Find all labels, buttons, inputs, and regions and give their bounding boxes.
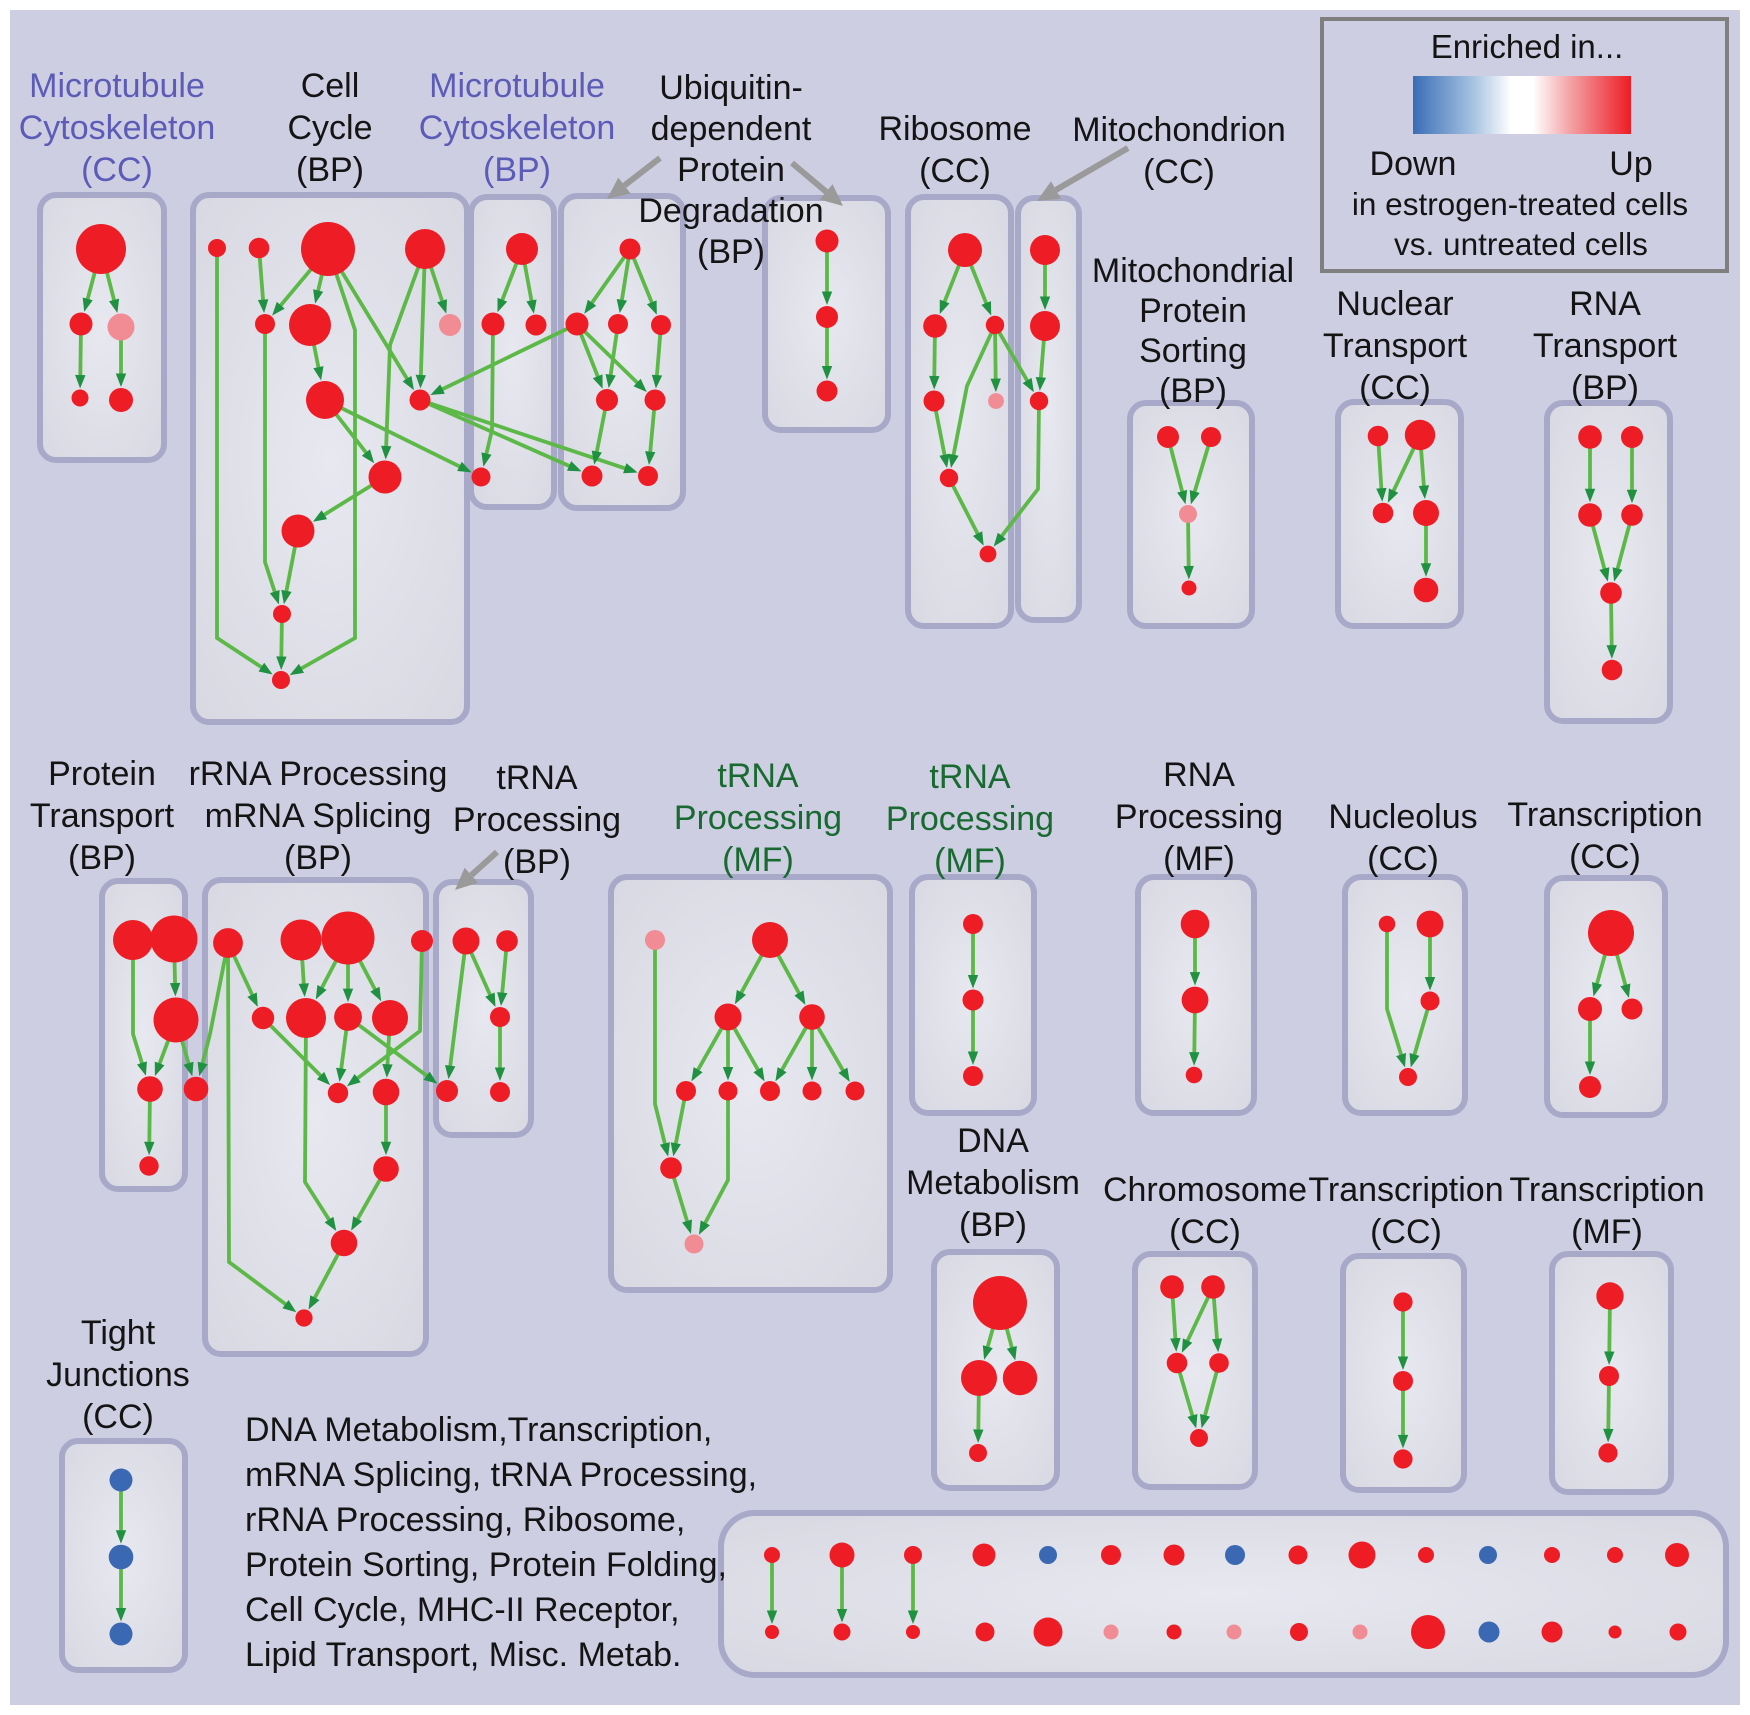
- svg-text:tRNA: tRNA: [929, 758, 1011, 796]
- svg-text:Processing: Processing: [886, 800, 1054, 838]
- svg-text:Mitochondrion: Mitochondrion: [1072, 111, 1286, 149]
- svg-text:(MF): (MF): [1571, 1213, 1643, 1251]
- svg-text:(MF): (MF): [934, 842, 1006, 880]
- svg-text:Transcription: Transcription: [1507, 796, 1702, 834]
- svg-text:Cell Cycle, MHC-II Receptor,: Cell Cycle, MHC-II Receptor,: [245, 1591, 680, 1629]
- svg-text:(MF): (MF): [722, 841, 794, 879]
- svg-text:(CC): (CC): [1569, 838, 1641, 876]
- svg-text:Cycle: Cycle: [287, 109, 372, 147]
- svg-text:Microtubule: Microtubule: [429, 67, 605, 105]
- svg-text:(CC): (CC): [81, 151, 153, 189]
- svg-text:Ribosome: Ribosome: [878, 110, 1031, 148]
- svg-text:Tight: Tight: [81, 1314, 156, 1352]
- svg-text:Processing: Processing: [1115, 798, 1283, 836]
- svg-text:mRNA Splicing, tRNA Processing: mRNA Splicing, tRNA Processing,: [245, 1456, 757, 1494]
- svg-text:Cytoskeleton: Cytoskeleton: [19, 109, 216, 147]
- svg-text:in estrogen-treated cells: in estrogen-treated cells: [1352, 186, 1688, 222]
- svg-text:RNA: RNA: [1569, 285, 1641, 323]
- svg-text:DNA: DNA: [957, 1122, 1029, 1160]
- svg-text:tRNA: tRNA: [496, 759, 578, 797]
- svg-text:Transcription: Transcription: [1509, 1171, 1704, 1209]
- svg-text:Nucleolus: Nucleolus: [1328, 798, 1477, 836]
- svg-text:(BP): (BP): [503, 843, 571, 881]
- svg-text:tRNA: tRNA: [717, 757, 799, 795]
- svg-text:Nuclear: Nuclear: [1336, 285, 1453, 323]
- svg-text:Processing: Processing: [674, 799, 842, 837]
- svg-text:(BP): (BP): [697, 233, 765, 271]
- svg-text:Transcription: Transcription: [1308, 1171, 1503, 1209]
- svg-text:Microtubule: Microtubule: [29, 67, 205, 105]
- svg-text:(CC): (CC): [919, 152, 991, 190]
- svg-text:Cell: Cell: [301, 67, 360, 105]
- svg-text:(CC): (CC): [1367, 840, 1439, 878]
- svg-text:Mitochondrial: Mitochondrial: [1092, 252, 1294, 290]
- svg-text:mRNA Splicing: mRNA Splicing: [205, 797, 432, 835]
- svg-text:(BP): (BP): [296, 151, 364, 189]
- svg-text:rRNA Processing, Ribosome,: rRNA Processing, Ribosome,: [245, 1501, 685, 1539]
- svg-text:(MF): (MF): [1163, 840, 1235, 878]
- svg-text:RNA: RNA: [1163, 756, 1235, 794]
- svg-text:(BP): (BP): [483, 151, 551, 189]
- svg-text:Ubiquitin-: Ubiquitin-: [659, 69, 803, 107]
- svg-text:Sorting: Sorting: [1139, 332, 1247, 370]
- svg-text:(BP): (BP): [68, 839, 136, 877]
- svg-text:(BP): (BP): [1571, 369, 1639, 407]
- svg-text:Junctions: Junctions: [46, 1356, 190, 1394]
- svg-text:vs. untreated cells: vs. untreated cells: [1394, 226, 1648, 262]
- svg-text:dependent: dependent: [651, 110, 812, 148]
- svg-text:Cytoskeleton: Cytoskeleton: [419, 109, 616, 147]
- svg-text:DNA Metabolism,Transcription,: DNA Metabolism,Transcription,: [245, 1411, 712, 1449]
- svg-text:(BP): (BP): [959, 1206, 1027, 1244]
- svg-text:(CC): (CC): [1370, 1213, 1442, 1251]
- svg-text:Lipid Transport, Misc. Metab.: Lipid Transport, Misc. Metab.: [245, 1636, 682, 1674]
- svg-text:Protein Sorting, Protein Foldi: Protein Sorting, Protein Folding,: [245, 1546, 727, 1584]
- svg-text:(CC): (CC): [1169, 1213, 1241, 1251]
- svg-text:Transport: Transport: [30, 797, 175, 835]
- svg-text:(BP): (BP): [1159, 372, 1227, 410]
- svg-text:Metabolism: Metabolism: [906, 1164, 1080, 1202]
- svg-text:Processing: Processing: [453, 801, 621, 839]
- svg-text:(CC): (CC): [1359, 369, 1431, 407]
- svg-text:(CC): (CC): [1143, 153, 1215, 191]
- svg-text:(CC): (CC): [82, 1398, 154, 1436]
- svg-text:Up: Up: [1609, 145, 1652, 183]
- svg-text:Degradation: Degradation: [638, 192, 823, 230]
- svg-text:Transport: Transport: [1323, 327, 1468, 365]
- svg-text:Enriched in...: Enriched in...: [1431, 28, 1624, 65]
- svg-text:rRNA Processing: rRNA Processing: [189, 755, 448, 793]
- svg-text:Protein: Protein: [1139, 292, 1247, 330]
- svg-text:Chromosome: Chromosome: [1103, 1171, 1307, 1209]
- svg-text:Transport: Transport: [1533, 327, 1678, 365]
- svg-text:Down: Down: [1370, 145, 1457, 183]
- svg-text:Protein: Protein: [48, 755, 156, 793]
- svg-text:Protein: Protein: [677, 151, 785, 189]
- svg-text:(BP): (BP): [284, 839, 352, 877]
